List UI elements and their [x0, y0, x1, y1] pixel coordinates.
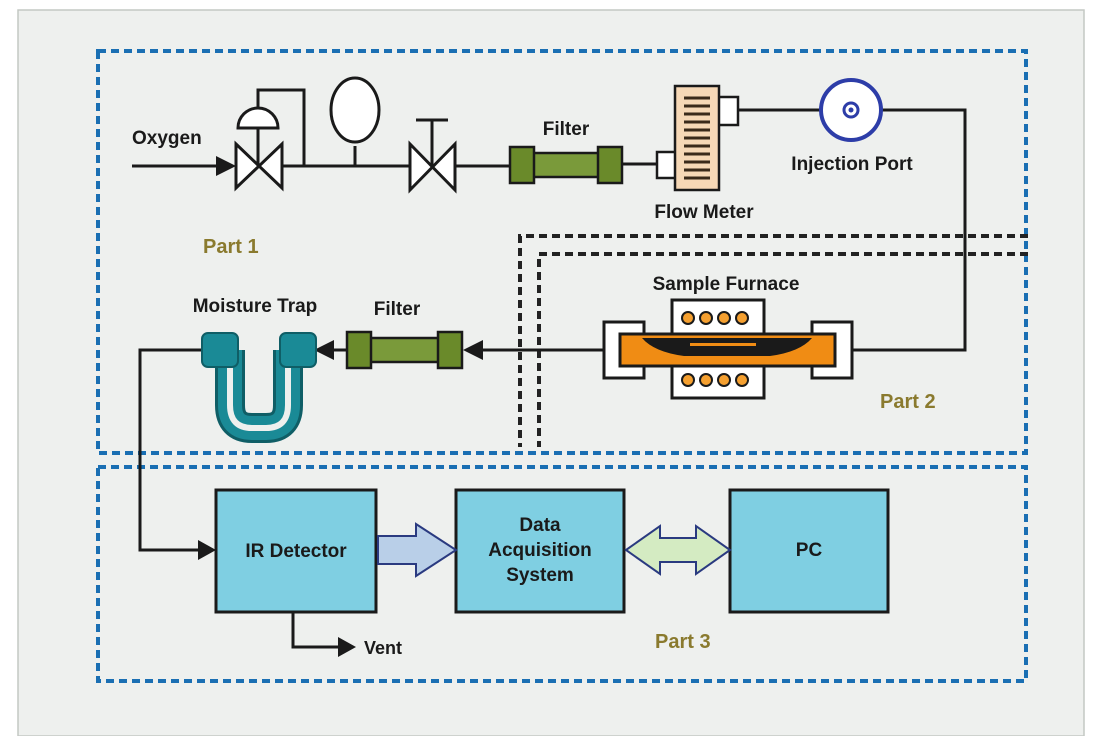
line-trap-to-detector: [138, 348, 205, 552]
data-acquisition-box: [454, 488, 626, 614]
panel-background: [17, 9, 1085, 737]
part1-frame: [96, 49, 1028, 455]
pc-label: PC: [796, 540, 823, 561]
oxygen-label: Oxygen: [132, 128, 202, 149]
flow-meter-scale: [684, 96, 710, 180]
daq-pc-double-arrow: [624, 524, 732, 576]
vent-label: Vent: [364, 638, 402, 658]
moisture-trap-icon: [201, 332, 317, 443]
filter-icon: [345, 330, 464, 370]
valve-bypass-line: [256, 88, 306, 166]
sample-furnace-icon: [602, 298, 854, 400]
filter-icon: [508, 145, 624, 185]
part3-frame: [96, 465, 1028, 683]
vent-arrow: [338, 637, 356, 657]
daq-label-line1: Data: [519, 515, 561, 536]
ir-detector-label: IR Detector: [245, 541, 347, 562]
daq-label-line3: System: [506, 565, 574, 586]
part2-frame-outer: [518, 234, 1028, 447]
furnace-out-arrow: [463, 340, 483, 360]
line-to-furnace: [852, 108, 967, 352]
flow-meter-label: Flow Meter: [654, 202, 754, 223]
pressure-gauge-icon: [329, 76, 381, 144]
detector-to-daq-arrow: [377, 522, 458, 578]
filter-out-arrow: [314, 340, 334, 360]
part2-label: Part 2: [880, 391, 936, 413]
needle-valve-icon: [408, 118, 457, 194]
vent-line: [291, 612, 342, 649]
check-valve-icon: [234, 106, 284, 192]
sample-boat: [642, 338, 812, 356]
gas-lines: [132, 88, 967, 649]
filter-bottom-label: Filter: [374, 299, 421, 320]
filter-top-label: Filter: [543, 119, 590, 140]
part1-label: Part 1: [203, 236, 259, 258]
furnace-heating-coils: [681, 311, 749, 387]
injection-port-label: Injection Port: [791, 154, 913, 175]
ir-detector-box: [214, 488, 378, 614]
part2-frame-inner: [537, 252, 1028, 447]
part3-label: Part 3: [655, 631, 711, 653]
oxygen-flow-arrow: [216, 156, 236, 176]
moisture-trap-label: Moisture Trap: [193, 296, 318, 317]
injection-port-icon: [819, 78, 883, 142]
sample-furnace-label: Sample Furnace: [653, 274, 800, 295]
detector-in-arrow: [198, 540, 216, 560]
daq-label-line2: Acquisition: [488, 540, 591, 561]
